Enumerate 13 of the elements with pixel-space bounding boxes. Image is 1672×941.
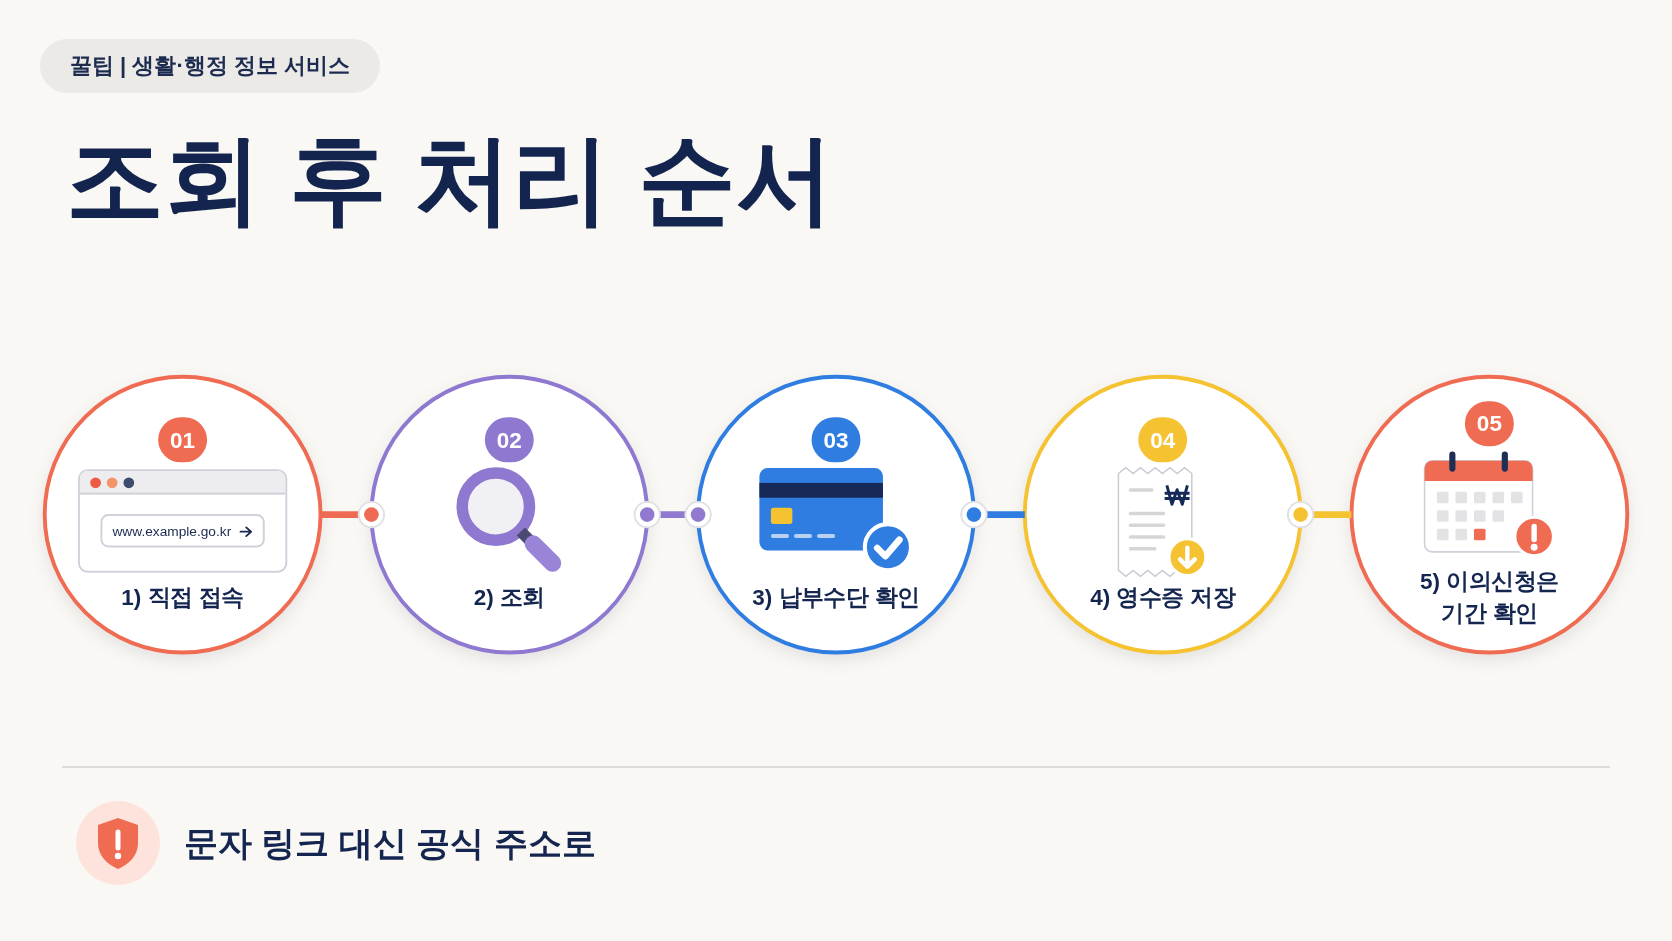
connector-line	[1286, 501, 1352, 529]
connector-line	[633, 501, 712, 529]
page-title: 조회 후 처리 순서	[66, 123, 834, 236]
step-title: 4) 영수증 저장	[1090, 584, 1236, 611]
connector-line	[960, 501, 1025, 529]
category-tag: 꿀팁 | 생활·행정 정보 서비스	[40, 39, 380, 93]
tip-text: 문자 링크 대신 공식 주소로	[184, 823, 596, 864]
address-bar: www.example.go.kr	[100, 514, 265, 548]
step-title: 5) 이의신청은 기간 확인	[1420, 568, 1559, 627]
step-title: 2) 조회	[473, 584, 545, 611]
step-title: 1) 직접 접속	[121, 584, 244, 611]
step-title: 3) 납부수단 확인	[752, 584, 920, 611]
connector-line	[320, 501, 386, 529]
